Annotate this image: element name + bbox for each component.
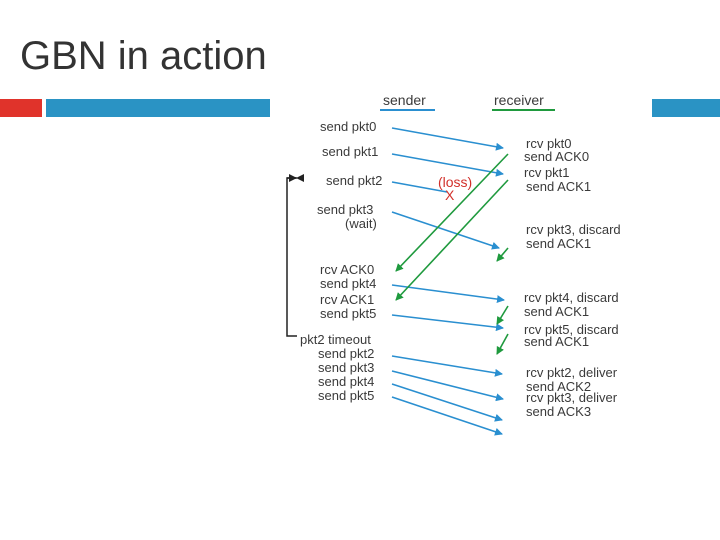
receiver-event: send ACK0 xyxy=(524,149,589,164)
sender-event: send pkt4 xyxy=(320,276,376,291)
receiver-event: send ACK1 xyxy=(524,334,589,349)
sender-event: send pkt5 xyxy=(320,306,376,321)
sender-event: rcv ACK1 xyxy=(320,292,374,307)
receiver-event: rcv pkt4, discard xyxy=(524,290,619,305)
packet-arrow-pkt1 xyxy=(391,153,504,177)
packet-arrow-resend-pkt5 xyxy=(391,396,503,436)
packet-arrow-pkt4 xyxy=(391,284,505,304)
packet-arrow-pkt3 xyxy=(391,211,500,250)
receiver-event: rcv pkt1 xyxy=(524,165,570,180)
receiver-event: send ACK2 xyxy=(526,379,591,394)
receiver-event: rcv pkt5, discard xyxy=(524,322,619,337)
receiver-event: rcv pkt3, discard xyxy=(526,222,621,237)
ack-arrow-ack1 xyxy=(395,179,509,301)
accent-bar-red xyxy=(0,99,42,117)
sender-event: send pkt3 xyxy=(317,202,373,217)
ack-arrow-ack1-dup1 xyxy=(496,247,509,262)
sender-event: send pkt2 xyxy=(318,346,374,361)
ack-arrow-ack1-dup2 xyxy=(496,305,509,325)
sender-event: (wait) xyxy=(345,216,377,231)
ack-arrow-ack1-dup3 xyxy=(496,333,509,355)
slide-title: GBN in action xyxy=(20,34,267,78)
receiver-header: receiver xyxy=(494,92,544,108)
receiver-event: send ACK1 xyxy=(526,236,591,251)
packet-arrow-resend-pkt4 xyxy=(391,383,503,422)
packet-arrow-pkt2-lost xyxy=(391,181,448,193)
sender-event: send pkt3 xyxy=(318,360,374,375)
packet-arrow-resend-pkt2 xyxy=(391,355,503,377)
receiver-event: rcv pkt0 xyxy=(526,136,572,151)
receiver-event: rcv pkt3, deliver xyxy=(526,390,618,405)
receiver-event: send ACK3 xyxy=(526,404,591,419)
loss-label: (loss) xyxy=(438,174,472,190)
sender-event: send pkt0 xyxy=(320,119,376,134)
receiver-event: send ACK1 xyxy=(526,179,591,194)
packet-arrow-resend-pkt3 xyxy=(391,370,504,402)
sender-event: send pkt2 xyxy=(326,173,382,188)
packet-arrow-pkt5 xyxy=(391,314,504,332)
timeout-timer-bracket xyxy=(286,174,304,337)
sender-event: send pkt4 xyxy=(318,374,374,389)
sender-event: send pkt1 xyxy=(322,144,378,159)
gbn-diagram: sender receiver send pkt0 send pkt1 send… xyxy=(270,88,652,450)
ack-arrow-ack0 xyxy=(395,153,509,272)
gbn-diagram-svg: sender receiver send pkt0 send pkt1 send… xyxy=(286,92,621,436)
loss-mark: X xyxy=(445,187,455,203)
sender-event: pkt2 timeout xyxy=(300,332,371,347)
sender-event: send pkt5 xyxy=(318,388,374,403)
sender-header: sender xyxy=(383,92,426,108)
receiver-event: send ACK1 xyxy=(524,304,589,319)
sender-event: rcv ACK0 xyxy=(320,262,374,277)
packet-arrow-pkt0 xyxy=(391,127,504,151)
receiver-event: rcv pkt2, deliver xyxy=(526,365,618,380)
